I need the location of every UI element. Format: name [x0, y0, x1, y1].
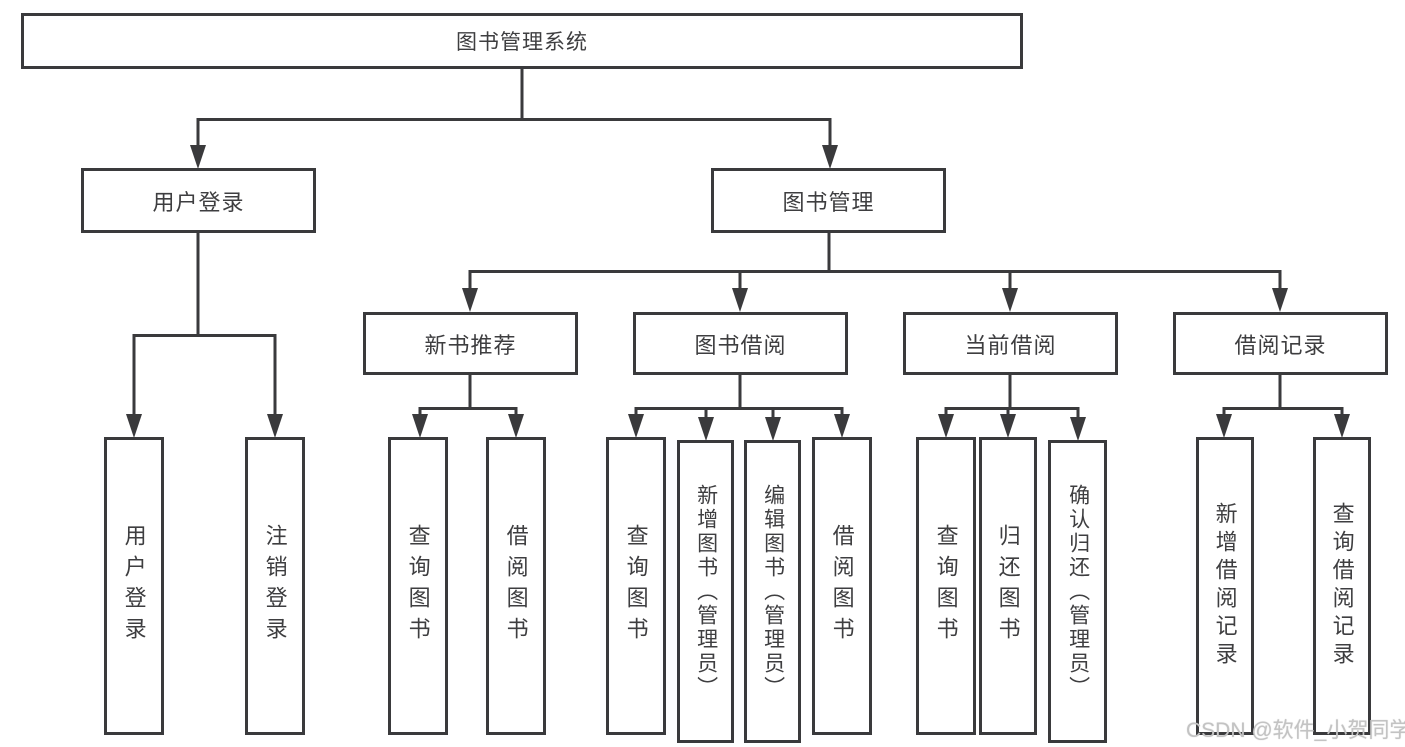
connector-newbooks-rail	[418, 407, 518, 418]
node-label: 新增图书（管理员）	[694, 483, 718, 700]
arrow-down-icon	[822, 145, 838, 169]
node-label: 查询图书	[623, 524, 649, 648]
leaf-confirm-return-admin: 确认归还（管理员）	[1048, 440, 1107, 743]
arrow-down-icon	[1070, 417, 1086, 441]
arrow-down-icon	[508, 414, 524, 438]
node-library-system: 图书管理系统	[21, 13, 1023, 69]
arrow-down-icon	[1272, 288, 1288, 312]
connector-bookborrow-rail	[634, 407, 844, 418]
connector-records-rail	[1222, 407, 1344, 418]
arrow-down-icon	[1334, 414, 1350, 438]
arrow-down-icon	[462, 288, 478, 312]
node-label: 借阅记录	[1234, 332, 1327, 358]
arrow-down-icon	[412, 414, 428, 438]
leaf-query-books-2: 查询图书	[606, 437, 666, 735]
node-label: 借阅图书	[503, 524, 529, 648]
connector-currentborrow-rail	[944, 407, 1080, 418]
node-label: 归还图书	[995, 524, 1021, 648]
arrow-down-icon	[765, 417, 781, 441]
node-book-borrow: 图书借阅	[633, 312, 848, 375]
arrow-down-icon	[732, 288, 748, 312]
node-label: 用户登录	[152, 189, 245, 215]
node-label: 借阅图书	[829, 524, 855, 648]
connector-user-login-rail	[132, 334, 277, 417]
arrow-down-icon	[834, 414, 850, 438]
arrow-down-icon	[190, 145, 206, 169]
leaf-logout: 注销登录	[245, 437, 305, 735]
leaf-query-borrow-record: 查询借阅记录	[1313, 437, 1371, 735]
csdn-watermark: CSDN @软件_小贺同学	[1186, 719, 1405, 742]
leaf-query-books-1: 查询图书	[388, 437, 448, 735]
arrow-down-icon	[1216, 414, 1232, 438]
node-borrow-records: 借阅记录	[1173, 312, 1388, 375]
node-label: 编辑图书（管理员）	[761, 483, 785, 700]
arrow-down-icon	[267, 414, 283, 438]
node-label: 确认归还（管理员）	[1066, 483, 1090, 700]
connector-l2-rail	[196, 118, 832, 147]
node-label: 新增借阅记录	[1212, 502, 1238, 670]
node-label: 注销登录	[262, 524, 288, 648]
leaf-borrow-books-2: 借阅图书	[812, 437, 872, 735]
arrow-down-icon	[628, 414, 644, 438]
node-current-borrow: 当前借阅	[903, 312, 1118, 375]
arrow-down-icon	[126, 414, 142, 438]
node-label: 用户登录	[121, 524, 147, 648]
leaf-add-borrow-record: 新增借阅记录	[1196, 437, 1254, 735]
leaf-add-books-admin: 新增图书（管理员）	[677, 440, 734, 743]
node-label: 当前借阅	[964, 332, 1057, 358]
leaf-return-books: 归还图书	[979, 437, 1037, 735]
leaf-borrow-books-1: 借阅图书	[486, 437, 546, 735]
node-label: 图书借阅	[694, 332, 787, 358]
node-new-book-recommend: 新书推荐	[363, 312, 578, 375]
node-label: 新书推荐	[424, 332, 517, 358]
node-label: 图书管理	[782, 189, 875, 215]
arrow-down-icon	[1002, 288, 1018, 312]
leaf-query-books-3: 查询图书	[916, 437, 976, 735]
arrow-down-icon	[1000, 414, 1016, 438]
connector-l3-rail	[468, 270, 1282, 291]
arrow-down-icon	[938, 414, 954, 438]
node-book-management: 图书管理	[711, 168, 946, 233]
leaf-edit-books-admin: 编辑图书（管理员）	[744, 440, 801, 743]
node-user-login: 用户登录	[81, 168, 316, 233]
node-label: 查询图书	[933, 524, 959, 648]
leaf-user-login: 用户登录	[104, 437, 164, 735]
node-label: 查询借阅记录	[1329, 502, 1355, 670]
arrow-down-icon	[698, 417, 714, 441]
node-label: 图书管理系统	[456, 31, 588, 54]
arrow-down-icons	[126, 145, 1350, 441]
node-label: 查询图书	[405, 524, 431, 648]
